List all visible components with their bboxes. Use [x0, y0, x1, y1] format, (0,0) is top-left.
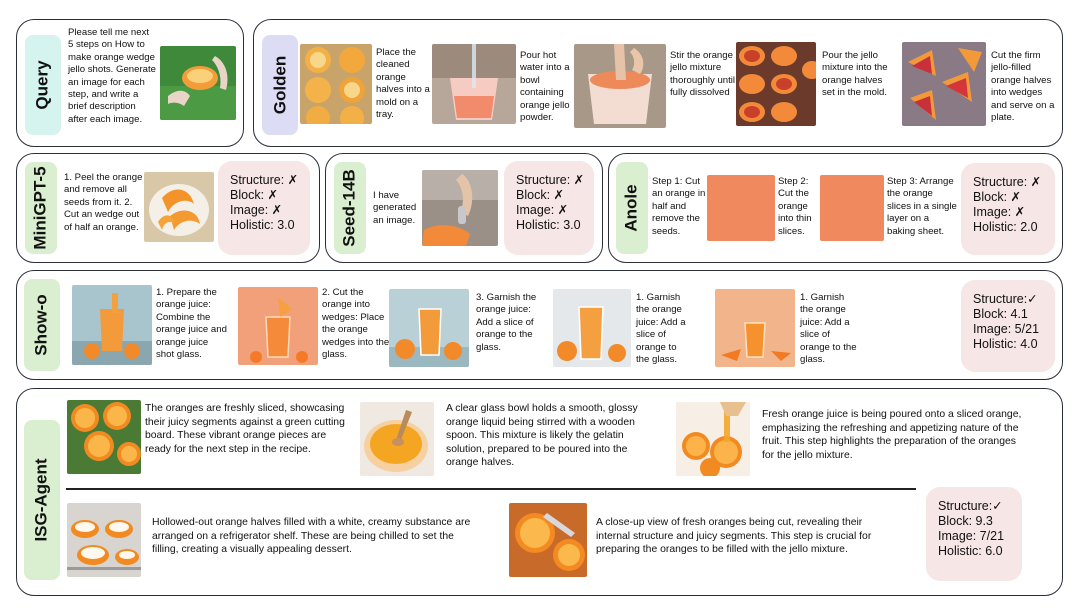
isg-step-5: A close-up view of fresh oranges being c…: [596, 517, 872, 556]
isg-block: Block: 9.3: [938, 514, 993, 528]
minigpt-text: 1. Peel the orange and remove all seeds …: [64, 172, 143, 233]
minigpt-image: [144, 172, 214, 242]
anole-step-3: Step 3: Arrange the orange slices in a s…: [887, 176, 957, 237]
minigpt-score-box: Structure: ✗ Block: ✗ Image: ✗ Holistic:…: [218, 161, 310, 255]
golden-label: Golden: [262, 35, 298, 135]
anole-image-score: Image: ✗: [973, 205, 1026, 219]
anole-image-2: [820, 175, 884, 241]
isg-step-3: Fresh orange juice is being poured onto …: [762, 409, 1022, 461]
showo-step-2: 2. Cut the orange into wedges: Place the…: [322, 287, 390, 361]
anole-step-2: Step 2: Cut the orange into thin slices.: [778, 176, 812, 237]
isg-image-1: [67, 400, 141, 474]
anole-image-1: [707, 175, 775, 241]
showo-image-1: [72, 285, 152, 365]
anole-label: Anole: [616, 162, 648, 254]
golden-image-3: [574, 44, 666, 128]
minigpt-image-score: Image: ✗: [230, 203, 283, 217]
query-label: Query: [25, 35, 61, 135]
isg-image-3: [676, 402, 750, 476]
anole-score-box: Structure: ✗ Block: ✗ Image: ✗ Holistic:…: [961, 163, 1055, 255]
seed-score-box: Structure: ✗ Block: ✗ Image: ✗ Holistic:…: [504, 161, 594, 255]
seed-text: I have generated an image.: [373, 190, 417, 226]
showo-image-score: Image: 5/21: [973, 322, 1040, 336]
anole-structure: Structure: ✗: [973, 175, 1042, 189]
isg-image-score: Image: 7/21: [938, 529, 1005, 543]
showo-step-3: 3. Garnish the orange juice: Add a slice…: [476, 292, 537, 353]
showo-structure: Structure:✓: [973, 292, 1038, 306]
seed-block: Block: ✗: [516, 188, 564, 202]
showo-step-4: 1. Garnish the orange juice: Add a slice…: [636, 292, 686, 366]
golden-step-4: Pour the jello mixture into the orange h…: [822, 50, 888, 99]
golden-step-5: Cut the firm jello-filled orange halves …: [991, 50, 1055, 124]
isg-score-box: Structure:✓ Block: 9.3 Image: 7/21 Holis…: [926, 487, 1022, 581]
golden-step-1: Place the cleaned orange halves into a m…: [376, 47, 430, 121]
golden-image-5: [902, 42, 986, 126]
isg-image-2: [360, 402, 434, 476]
showo-label: Show-o: [24, 279, 60, 371]
minigpt-label: MiniGPT-5: [25, 162, 57, 254]
showo-image-5: [715, 289, 795, 367]
showo-score-box: Structure:✓ Block: 4.1 Image: 5/21 Holis…: [961, 280, 1055, 372]
showo-image-2: [238, 287, 318, 365]
minigpt-block: Block: ✗: [230, 188, 278, 202]
isg-divider: [66, 488, 916, 490]
anole-step-1: Step 1: Cut an orange in half and remove…: [652, 176, 706, 237]
isg-image-4: [67, 503, 141, 577]
anole-block: Block: ✗: [973, 190, 1021, 204]
seed-image: [422, 170, 498, 246]
showo-block: Block: 4.1: [973, 307, 1028, 321]
golden-image-2: [432, 44, 516, 124]
seed-holistic: Holistic: 3.0: [516, 218, 581, 232]
isg-structure: Structure:✓: [938, 499, 1003, 513]
minigpt-holistic: Holistic: 3.0: [230, 218, 295, 232]
showo-image-4: [553, 289, 631, 367]
isg-step-4: Hollowed-out orange halves filled with a…: [152, 517, 471, 556]
showo-holistic: Holistic: 4.0: [973, 337, 1038, 351]
showo-step-1: 1. Prepare the orange juice: Combine the…: [156, 287, 227, 361]
golden-step-2: Pour hot water into a bowl containing or…: [520, 50, 570, 124]
anole-holistic: Holistic: 2.0: [973, 220, 1038, 234]
seed-image-score: Image: ✗: [516, 203, 569, 217]
golden-image-4: [736, 42, 816, 126]
showo-image-3: [389, 289, 469, 367]
isg-step-1: The oranges are freshly sliced, showcasi…: [145, 403, 345, 455]
query-text: Please tell me next 5 steps on How to ma…: [68, 27, 156, 125]
showo-panel: [16, 270, 1063, 380]
golden-step-3: Stir the orange jello mixture thoroughly…: [670, 50, 736, 99]
seed-label: Seed-14B: [334, 162, 366, 254]
query-image: [160, 46, 236, 120]
isg-label: ISG-Agent: [24, 420, 60, 580]
minigpt-structure: Structure: ✗: [230, 173, 299, 187]
seed-structure: Structure: ✗: [516, 173, 585, 187]
showo-step-5: 1. Garnish the orange juice: Add a slice…: [800, 292, 857, 366]
isg-image-5: [509, 503, 587, 577]
isg-holistic: Holistic: 6.0: [938, 544, 1003, 558]
isg-step-2: A clear glass bowl holds a smooth, gloss…: [446, 403, 638, 469]
golden-image-1: [300, 44, 372, 124]
